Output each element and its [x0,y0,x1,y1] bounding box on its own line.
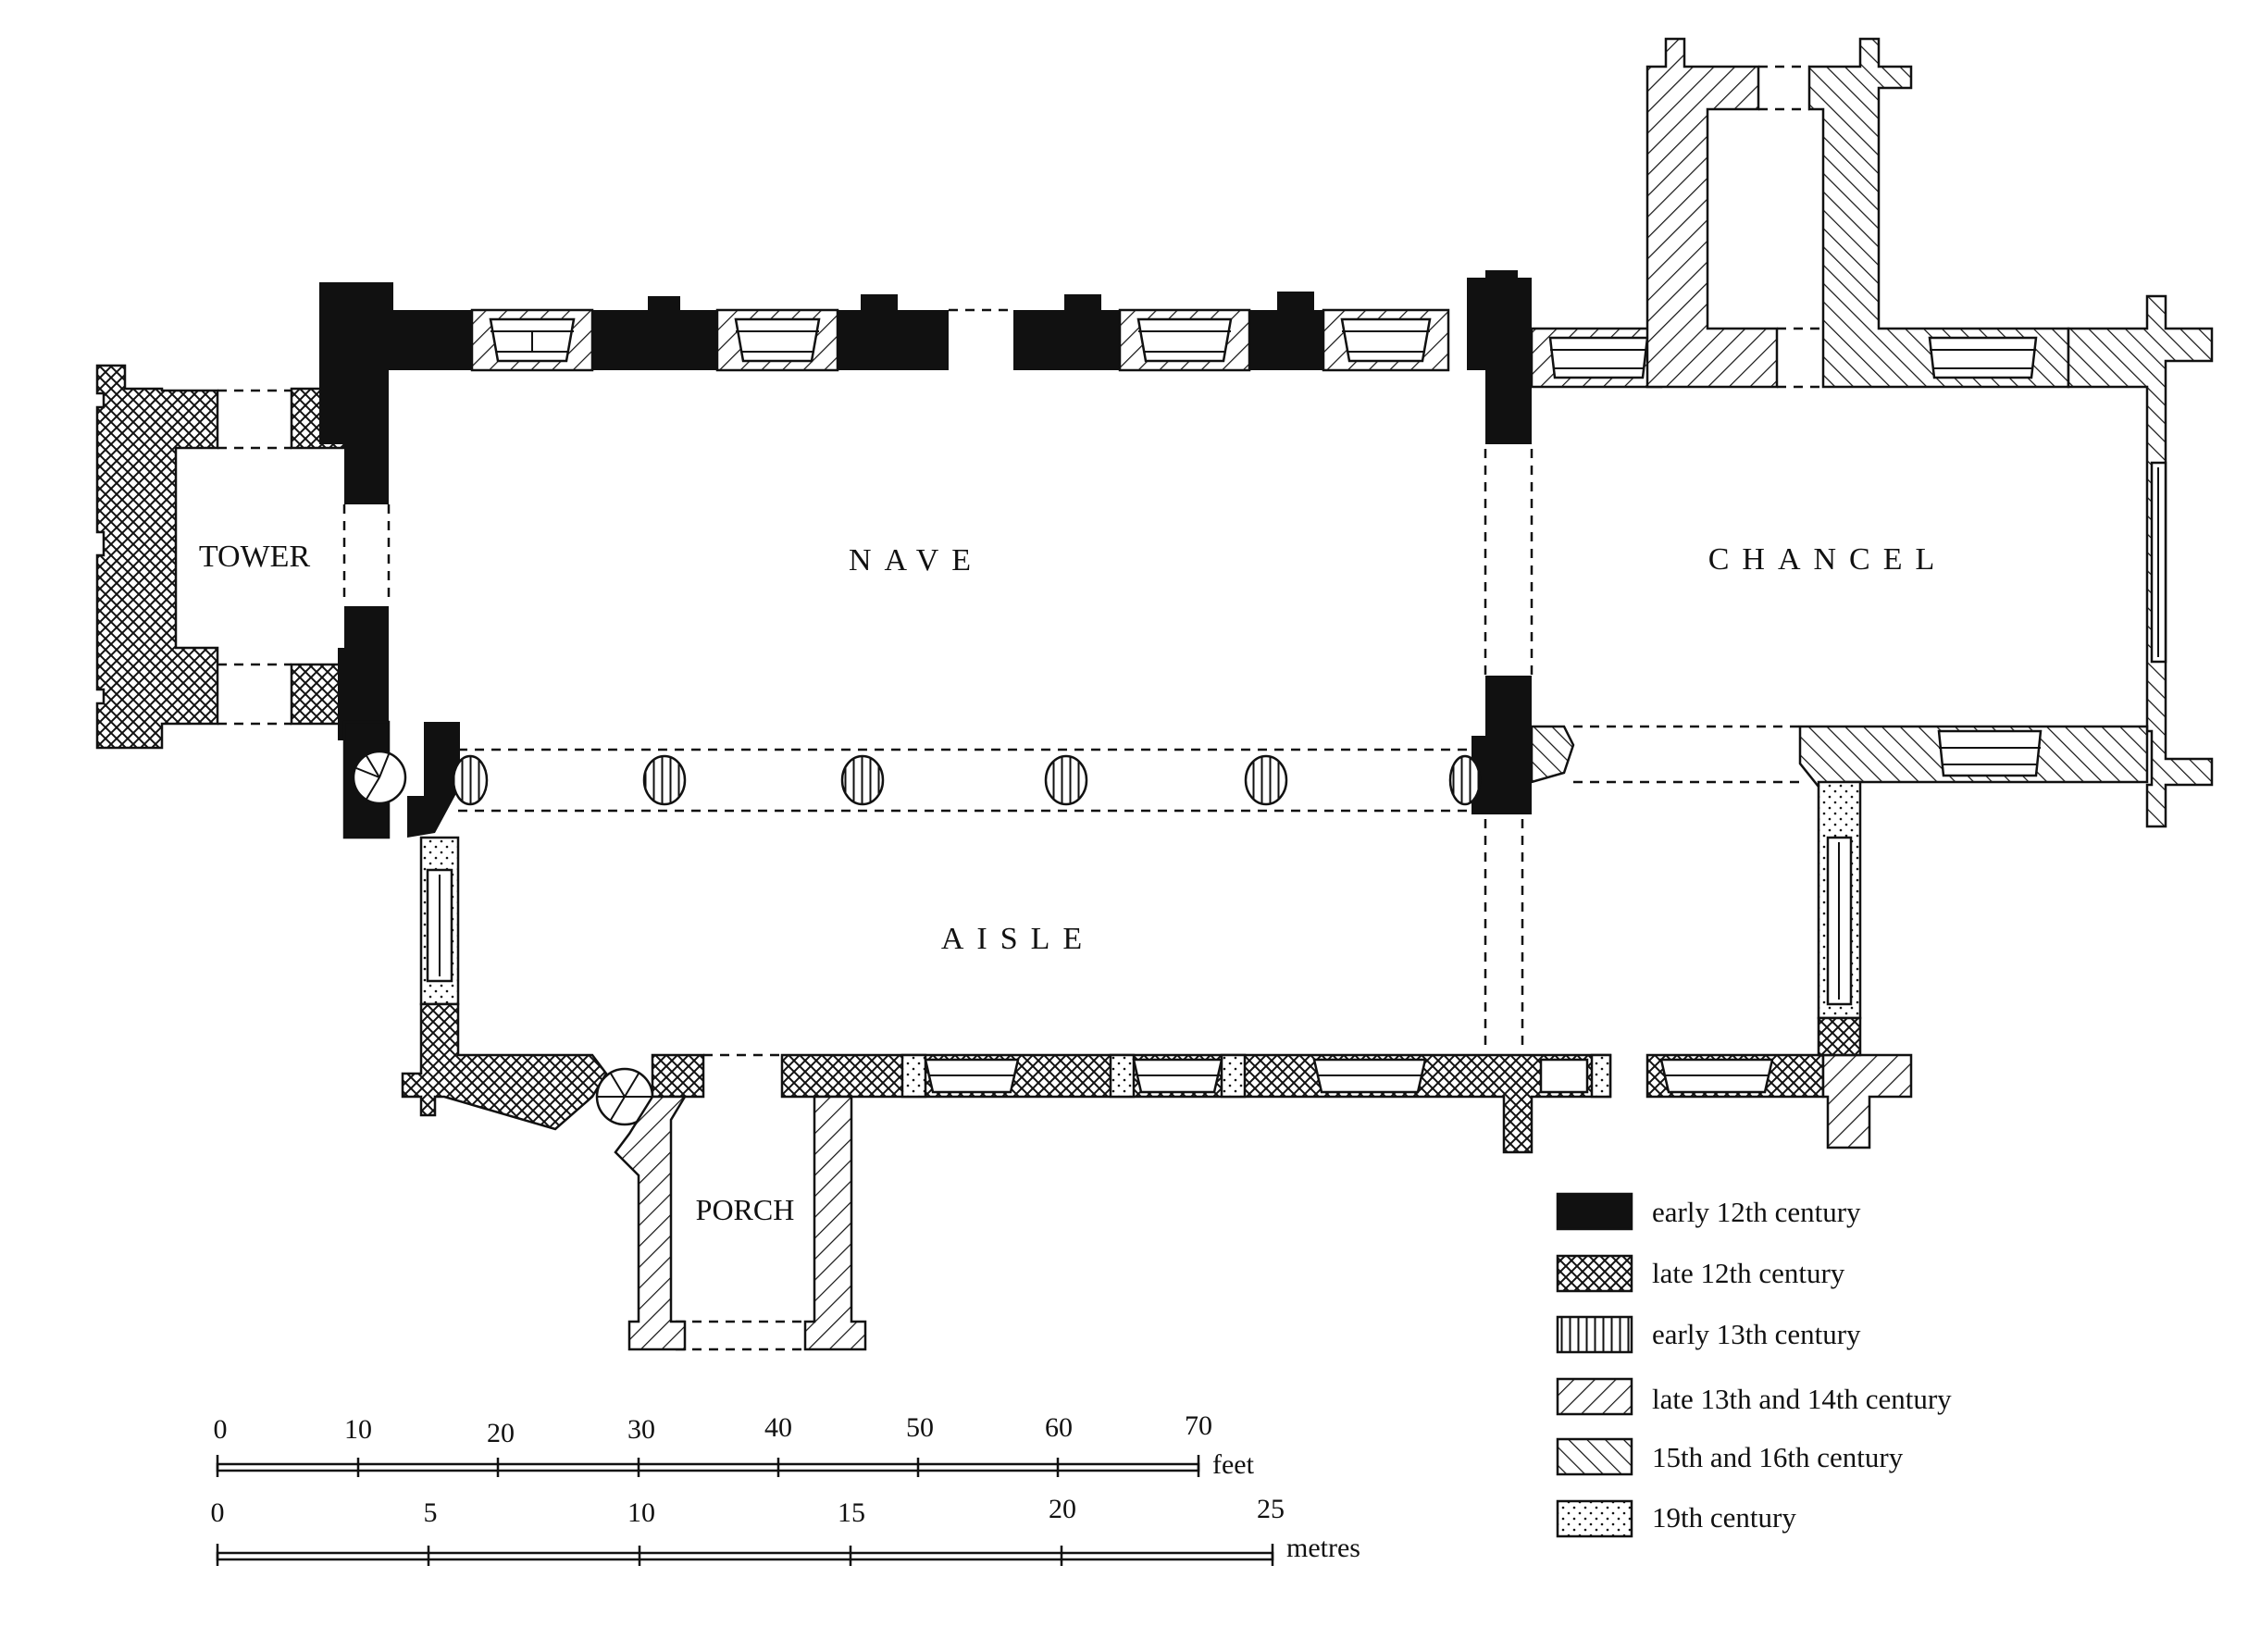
feet-tick-50: 50 [906,1412,934,1443]
north-nave-windows [470,308,1450,372]
legend-label: late 13th and 14th century [1652,1383,1952,1415]
legend-label: 19th century [1652,1501,1796,1534]
metres-tick-0: 0 [211,1497,225,1528]
tower-label: TOWER [199,540,311,574]
legend-swatch-crosshatch [1556,1254,1633,1293]
legend-label: early 13th century [1652,1318,1861,1350]
window-n4 [1322,308,1450,372]
legend-item-early-12th: early 12th century [1556,1192,1861,1231]
chancel-label: CHANCEL [1708,542,1948,577]
metres-unit-label: metres [1286,1533,1360,1563]
feet-tick-10: 10 [344,1414,372,1445]
legend-swatch-solid [1556,1192,1633,1231]
legend-swatch-forward-diagonal [1556,1377,1633,1416]
legend: early 12th century late 12th century ear… [1556,1192,1952,1538]
legend-label: late 12th century [1652,1257,1845,1289]
window-n1 [470,308,594,372]
metres-tick-10: 10 [627,1497,655,1528]
legend-item-late-12th: late 12th century [1556,1254,1845,1293]
feet-tick-20: 20 [487,1418,515,1448]
legend-item-late-13th-14th: late 13th and 14th century [1556,1377,1952,1416]
metres-tick-20: 20 [1049,1494,1076,1524]
dashed-lines [217,65,1823,1351]
legend-item-early-13th: early 13th century [1556,1315,1861,1354]
metres-tick-15: 15 [838,1497,865,1528]
feet-tick-60: 60 [1045,1412,1073,1443]
legend-swatch-stipple [1556,1499,1633,1538]
feet-tick-70: 70 [1185,1410,1212,1441]
porch-walls [614,1095,867,1351]
scale-feet: 0 10 20 30 40 50 60 70 feet [214,1410,1255,1480]
window-n3 [1118,308,1251,372]
feet-tick-30: 30 [627,1414,655,1445]
arcade-piers [452,754,1482,806]
scale-metres: 0 5 10 15 20 25 metres [211,1494,1360,1566]
legend-label: 15th and 16th century [1652,1441,1904,1473]
porch-label: PORCH [696,1193,795,1226]
window-n2 [715,308,839,372]
feet-unit-label: feet [1212,1449,1255,1480]
legend-item-19th: 19th century [1556,1499,1796,1538]
legend-item-15th-16th: 15th and 16th century [1556,1437,1904,1476]
aisle-label: AISLE [941,922,1095,956]
metres-tick-25: 25 [1257,1494,1285,1524]
chancel-walls [1530,37,2214,828]
legend-label: early 12th century [1652,1196,1861,1228]
feet-tick-40: 40 [764,1412,792,1443]
feet-tick-0: 0 [214,1414,228,1445]
nave-label: NAVE [849,543,984,578]
legend-swatch-vertical [1556,1315,1633,1354]
aisle-walls [342,720,1913,1154]
metres-tick-5: 5 [424,1497,438,1528]
legend-swatch-backward-diagonal [1556,1437,1633,1476]
